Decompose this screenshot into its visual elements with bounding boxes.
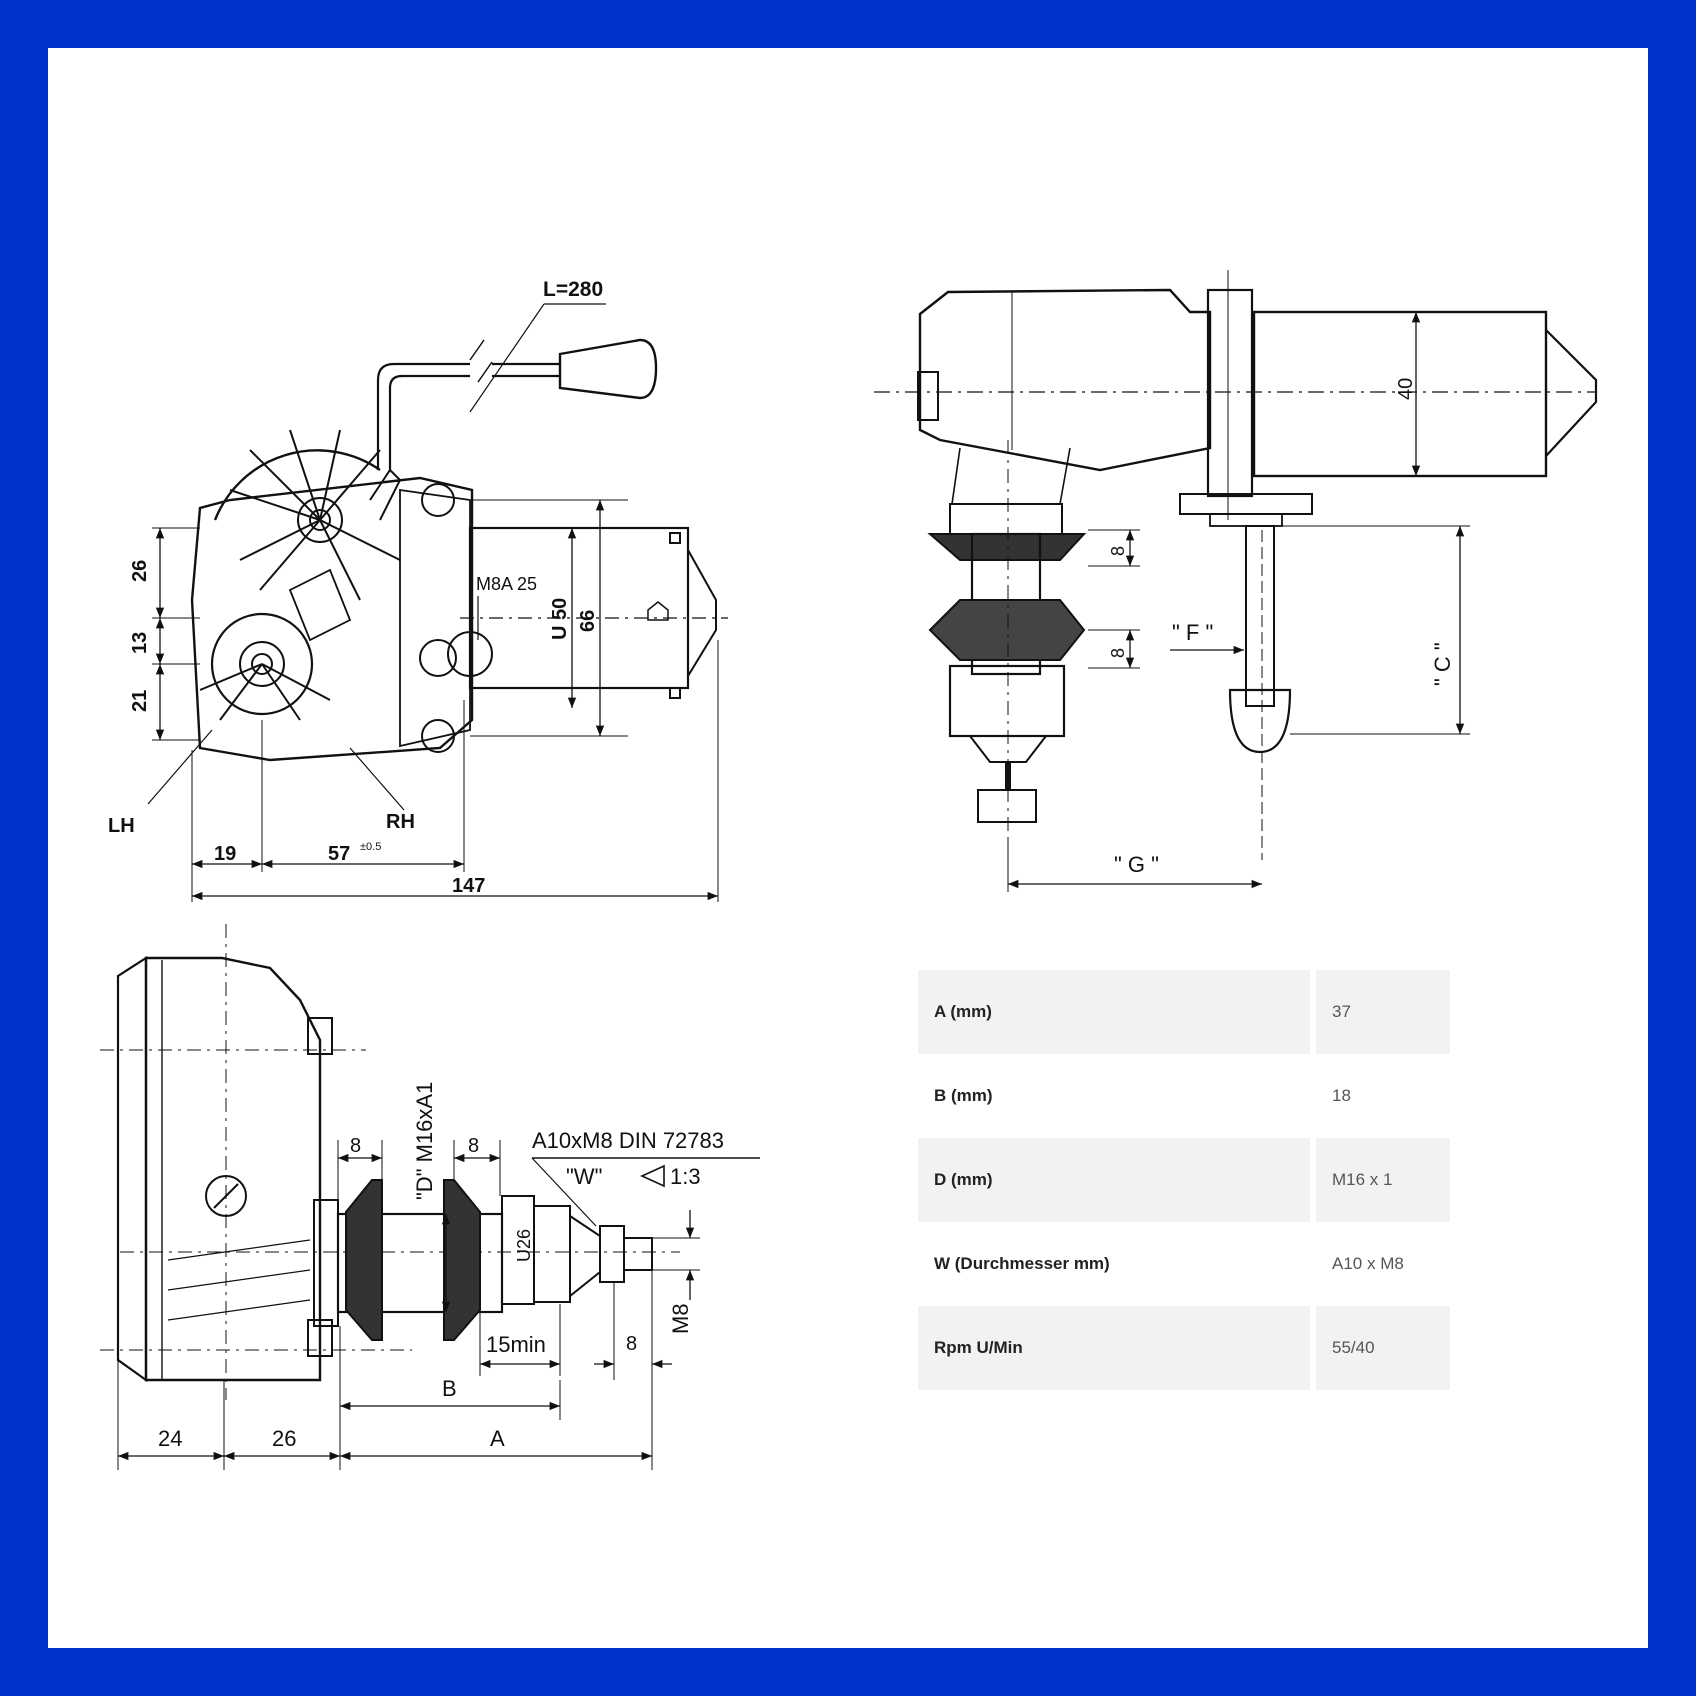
lower-gear bbox=[199, 612, 331, 721]
dim-57-label: 57 bbox=[328, 843, 350, 865]
dim-8-c-label: 8 bbox=[626, 1333, 637, 1355]
shaft-thread-label: "D" M16xA1 bbox=[412, 1082, 437, 1200]
dim-147-label: 147 bbox=[452, 875, 485, 897]
left-hand-label: LH bbox=[108, 815, 135, 837]
dim-24-label: 24 bbox=[158, 1426, 182, 1451]
table-row: B (mm) 18 bbox=[918, 1054, 1450, 1138]
dim-g-label: " G " bbox=[1114, 852, 1159, 877]
table-row: A (mm) 37 bbox=[918, 970, 1450, 1054]
u26-label: U26 bbox=[514, 1229, 534, 1262]
spec-value: M16 x 1 bbox=[1316, 1138, 1450, 1222]
spec-value: 37 bbox=[1316, 970, 1450, 1054]
spec-key: A (mm) bbox=[918, 970, 1310, 1054]
dim-26-label: 26 bbox=[272, 1426, 296, 1451]
spec-key: Rpm U/Min bbox=[918, 1306, 1310, 1390]
dim-8-a-label: 8 bbox=[350, 1135, 361, 1157]
dim-66-label: 66 bbox=[577, 610, 599, 632]
shaft-view: U26 "D" M16xA1 8 8 A10xM8 DIN 72783 "W" … bbox=[100, 924, 760, 1470]
side-view: 40 8 8 " F " " C " bbox=[874, 270, 1598, 892]
dim-8-upper-label: 8 bbox=[1108, 546, 1128, 556]
dim-26-label: 26 bbox=[129, 560, 151, 582]
dim-8-lower-label: 8 bbox=[1108, 648, 1128, 658]
table-row: D (mm) M16 x 1 bbox=[918, 1138, 1450, 1222]
right-hand-label: RH bbox=[386, 811, 415, 833]
spec-value: A10 x M8 bbox=[1316, 1222, 1450, 1306]
table-row: W (Durchmesser mm) A10 x M8 bbox=[918, 1222, 1450, 1306]
front-view: L=280 M8A 25 26 13 21 U 50 66 LH RH bbox=[108, 278, 728, 902]
dim-u50-label: U 50 bbox=[549, 598, 571, 640]
spec-key: B (mm) bbox=[918, 1054, 1310, 1138]
dim-f-label: " F " bbox=[1172, 620, 1213, 645]
dim-57-tolerance: ±0.5 bbox=[360, 841, 381, 853]
dim-15min-label: 15min bbox=[486, 1332, 546, 1357]
spec-value: 18 bbox=[1316, 1054, 1450, 1138]
dim-b-label: B bbox=[442, 1376, 457, 1401]
spec-key: D (mm) bbox=[918, 1138, 1310, 1222]
taper-label: 1:3 bbox=[670, 1164, 701, 1189]
dim-8-b-label: 8 bbox=[468, 1135, 479, 1157]
w-label: "W" bbox=[566, 1164, 602, 1189]
cone-spec-label: A10xM8 DIN 72783 bbox=[532, 1128, 724, 1153]
bolt-label: M8A 25 bbox=[476, 574, 537, 594]
dim-40-label: 40 bbox=[1395, 378, 1417, 400]
dim-19-label: 19 bbox=[214, 843, 236, 865]
cable-length-label: L=280 bbox=[543, 278, 603, 301]
spec-key: W (Durchmesser mm) bbox=[918, 1222, 1310, 1306]
dim-13-label: 13 bbox=[129, 632, 151, 654]
spec-table: A (mm) 37 B (mm) 18 D (mm) M16 x 1 W (Du… bbox=[912, 970, 1456, 1390]
thread-m8-label: M8 bbox=[668, 1303, 693, 1334]
dim-21-label: 21 bbox=[129, 690, 151, 712]
dim-c-label: " C " bbox=[1430, 642, 1455, 686]
spec-value: 55/40 bbox=[1316, 1306, 1450, 1390]
table-row: Rpm U/Min 55/40 bbox=[918, 1306, 1450, 1390]
upper-gear bbox=[229, 429, 401, 601]
dim-a-label: A bbox=[490, 1426, 505, 1451]
